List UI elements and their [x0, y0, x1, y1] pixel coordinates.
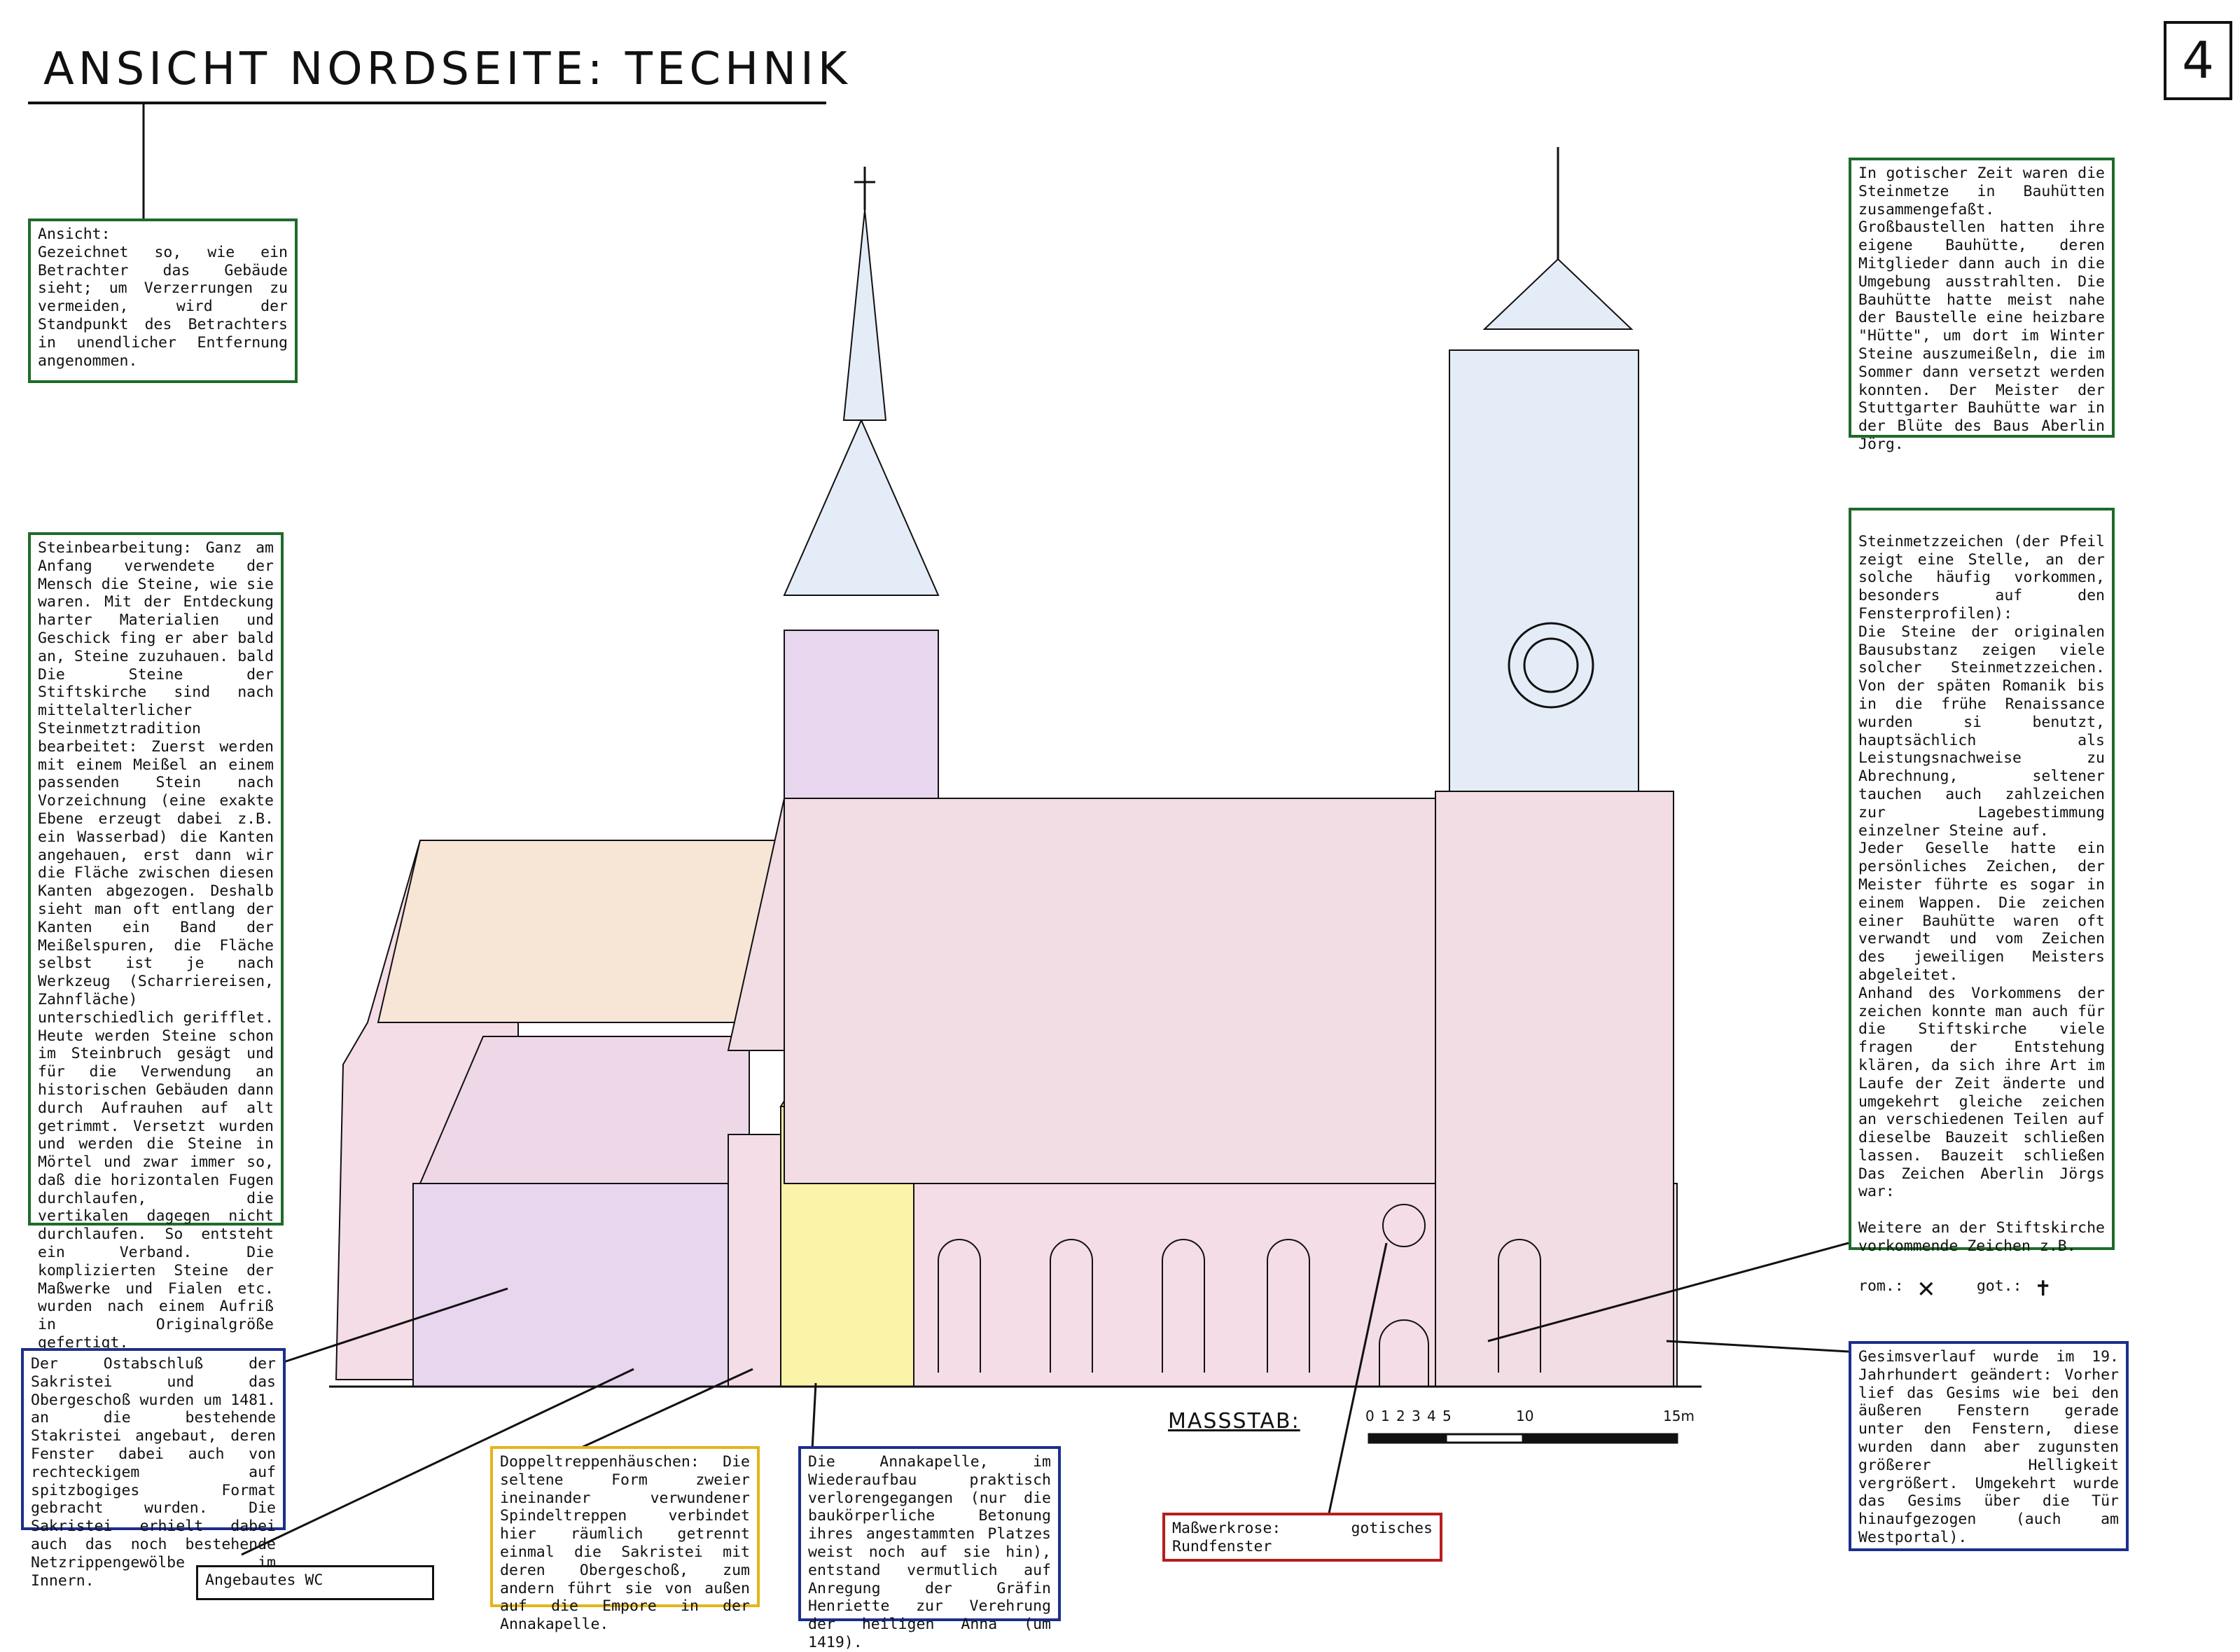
scale-bar: [1368, 1433, 1678, 1444]
got-mark-icon: ✝: [2036, 1274, 2051, 1303]
note-ansicht: Ansicht: Gezeichnet so, wie ein Betracht…: [28, 218, 298, 383]
note-steinbearbeitung: Steinbearbeitung: Ganz am Anfang verwend…: [28, 532, 284, 1352]
scale-tick: 1: [1381, 1408, 1390, 1424]
west-tower-upper: [1449, 349, 1639, 792]
scale-tick: 3: [1412, 1408, 1421, 1424]
leader-steinmetz: [1487, 1242, 1849, 1342]
nave-roof: [784, 798, 1562, 1184]
nave-windows: [938, 1204, 1541, 1387]
leader-annakapelle: [811, 1382, 817, 1450]
scale-tick: 15m: [1663, 1408, 1695, 1424]
note-wc: Angebautes WC: [196, 1565, 434, 1600]
note-gesims: Gesimsverlauf wurde im 19. Jahrhundert g…: [1849, 1341, 2129, 1551]
west-tower-roof: [1482, 258, 1634, 330]
scale-label: MASSSTAB:: [1168, 1409, 1300, 1434]
page-title: ANSICHT NORDSEITE: TECHNIK: [43, 43, 851, 95]
choir-roof: [377, 840, 778, 1023]
note-bauhuetten: In gotischer Zeit waren die Steinmetze i…: [1849, 158, 2115, 453]
spire: [842, 209, 887, 421]
page-number: 4: [2164, 21, 2232, 100]
note-annakapelle: Die Annakapelle, im Wiederaufbau praktis…: [798, 1446, 1061, 1651]
got-label: got.:: [1976, 1277, 2022, 1296]
title-underline: [28, 102, 826, 104]
clock-face-inner: [1523, 637, 1579, 693]
leader-gesims: [1666, 1340, 1849, 1353]
leader-ostabschluss: [283, 1287, 508, 1363]
leader-wc: [241, 1368, 634, 1556]
note-ostabschluss: Der Ostabschluß der Sakristei und das Ob…: [21, 1348, 286, 1590]
sacristy: [412, 1183, 750, 1387]
nave-roof-left: [727, 798, 785, 1051]
rom-mark-icon: ✕: [1917, 1272, 1935, 1305]
scale-tick: 5: [1442, 1408, 1452, 1424]
scale-tick: 4: [1427, 1408, 1436, 1424]
note-masswerkrose: Maßwerkrose: gotisches Rundfenster: [1162, 1513, 1442, 1562]
clock-face: [1508, 622, 1594, 709]
west-tower-lower: [1435, 791, 1674, 1387]
leader-masswerk: [1326, 1242, 1388, 1524]
spire-tower: [784, 630, 939, 799]
scale-tick: 2: [1396, 1408, 1405, 1424]
steinmetzzeichen-text: Steinmetzzeichen (der Pfeil zeigt eine S…: [1858, 532, 2105, 1255]
rom-label: rom.:: [1858, 1277, 1904, 1296]
scale-tick: 0: [1365, 1408, 1375, 1424]
note-steinmetzzeichen: Steinmetzzeichen (der Pfeil zeigt eine S…: [1849, 508, 2115, 1302]
spire-tower-hood: [783, 418, 940, 596]
scale-tick: 10: [1516, 1408, 1534, 1424]
stair-tower: [728, 1134, 785, 1387]
note-doppeltreppe: Doppeltreppenhäuschen: Die seltene Form …: [490, 1446, 760, 1633]
